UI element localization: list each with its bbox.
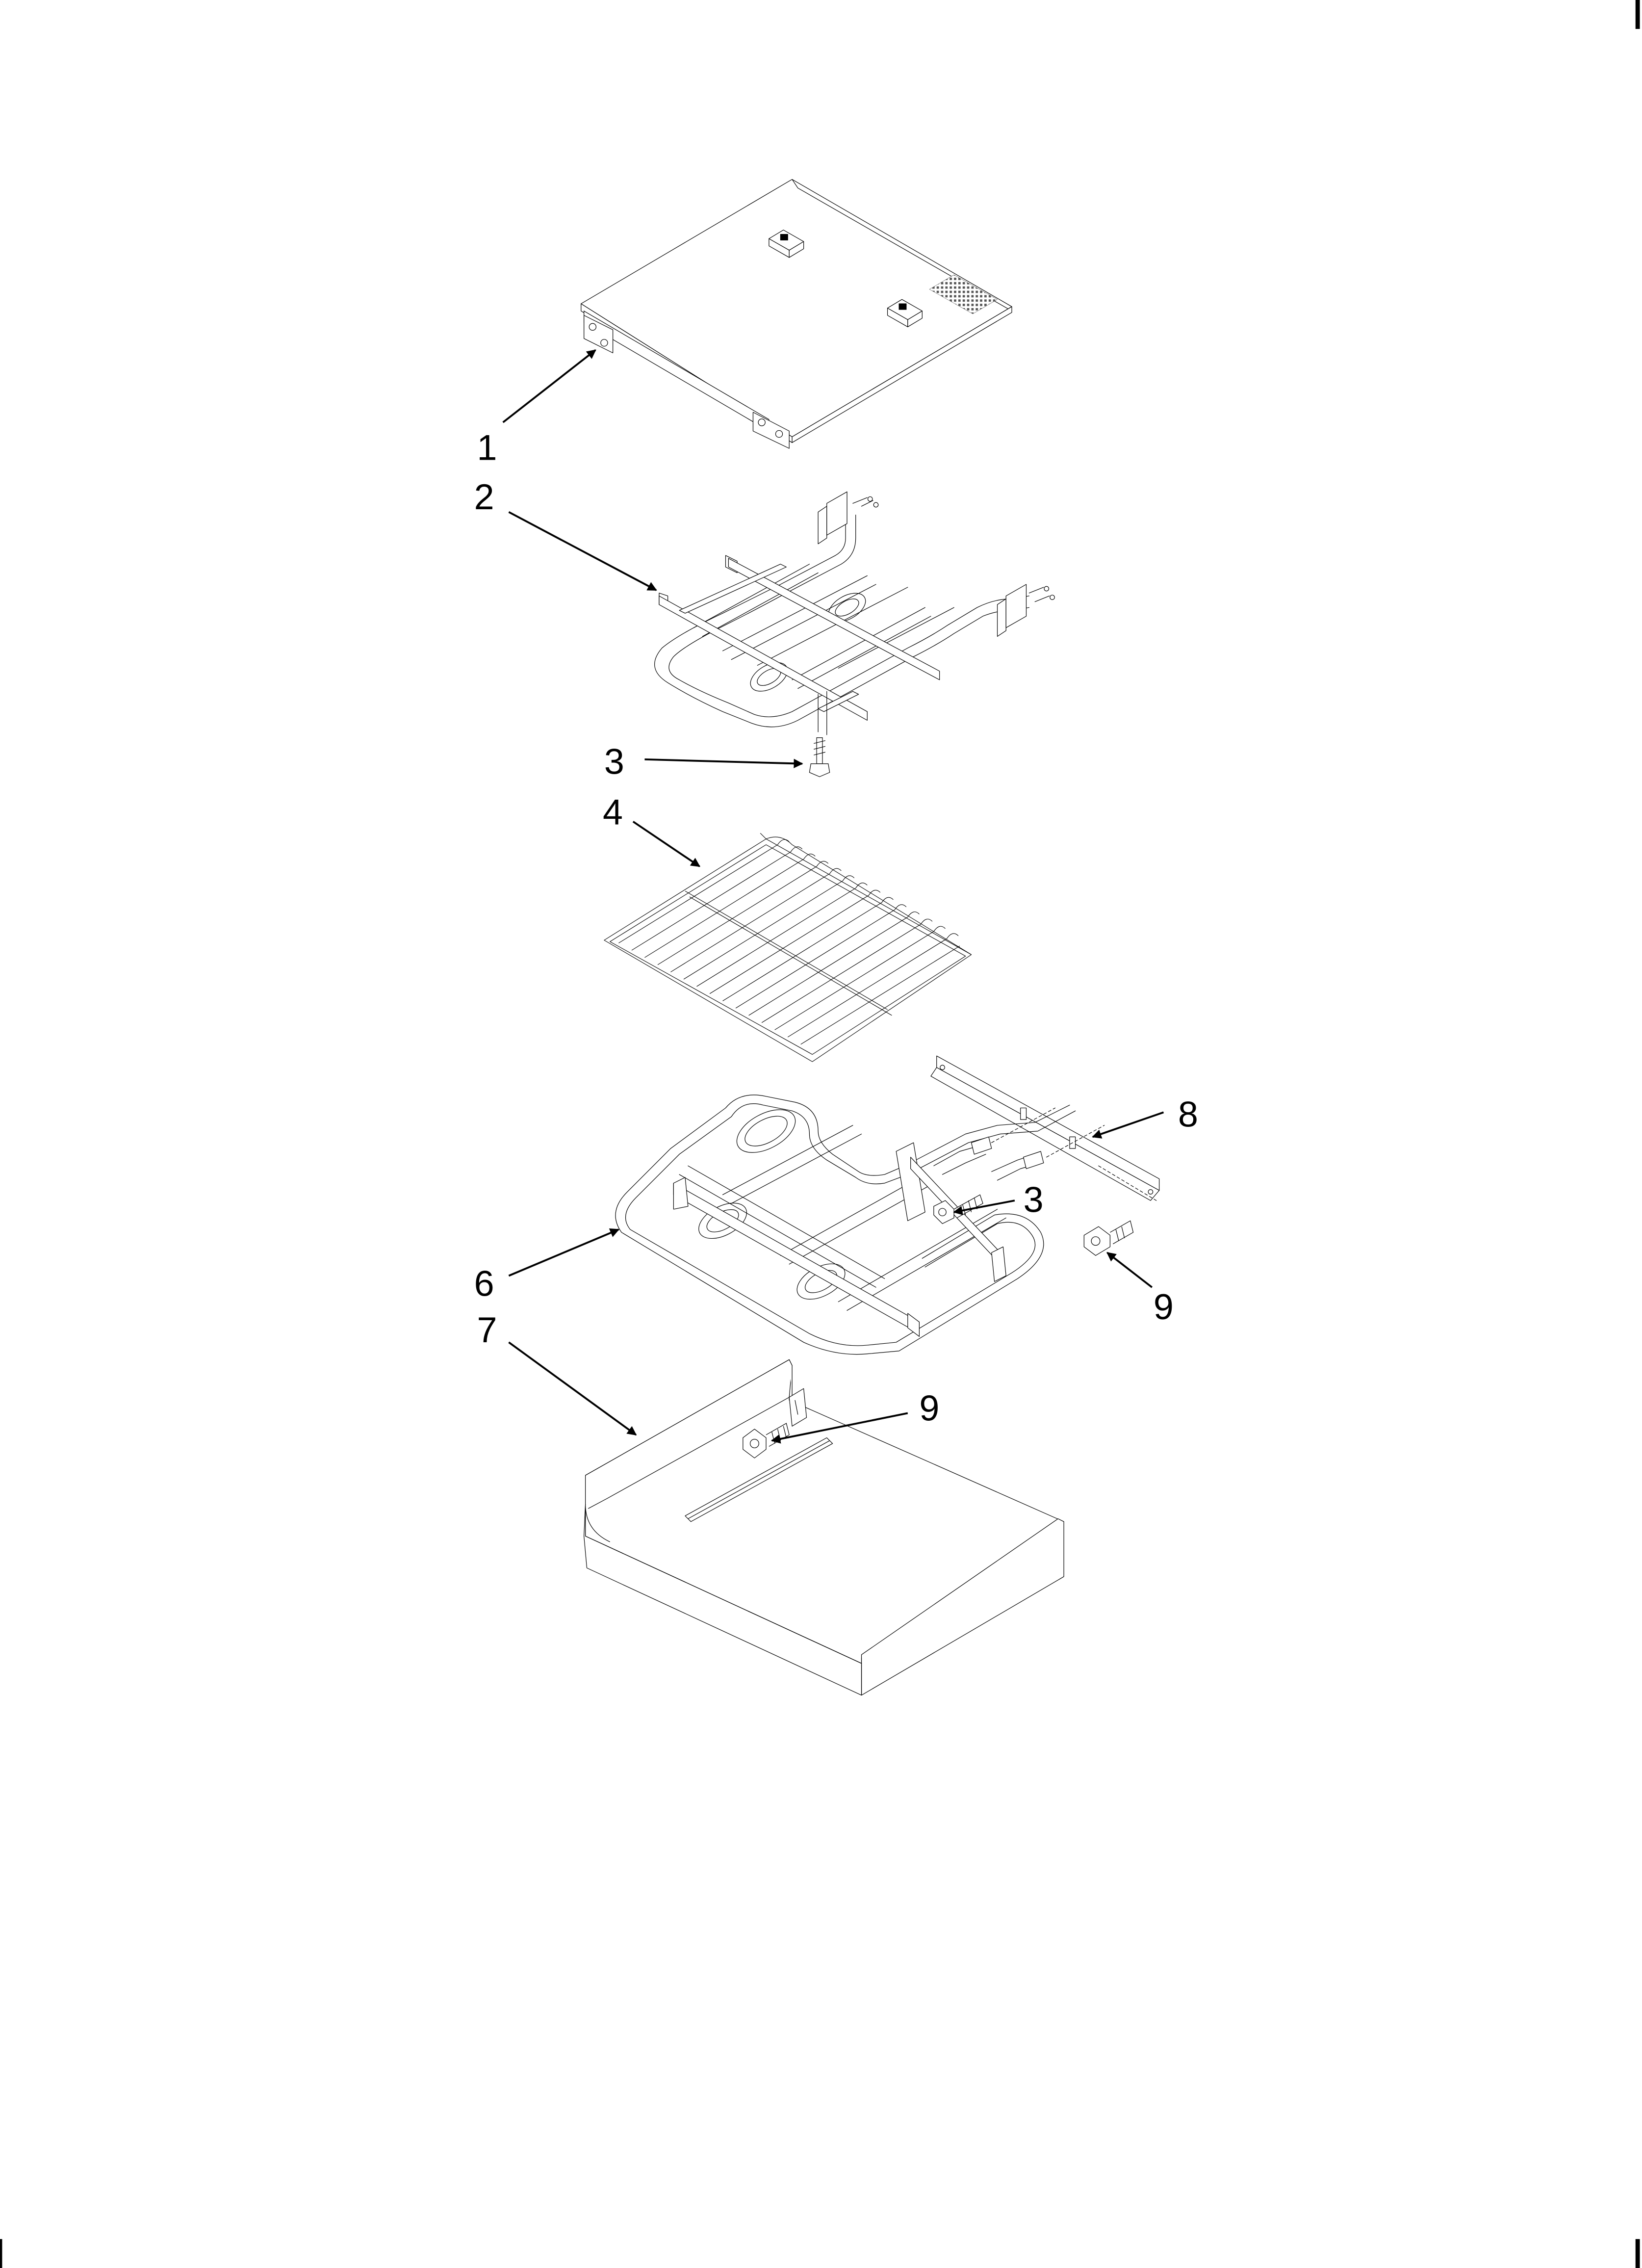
panel-bracket-upper — [769, 230, 804, 258]
part-4-oven-rack — [604, 833, 972, 1062]
panel-bracket-lower — [888, 299, 923, 327]
callout-9-pan: 9 — [919, 1387, 939, 1428]
leader-lines — [502, 349, 1164, 1444]
part-2-broil-element — [655, 492, 1055, 734]
callout-7: 7 — [477, 1309, 497, 1350]
callout-9-right: 9 — [1154, 1286, 1174, 1327]
callout-labels: 1 2 3 4 8 3 6 9 7 9 — [474, 427, 1198, 1429]
callout-4: 4 — [603, 792, 623, 833]
part-9-screw-right — [1084, 1221, 1133, 1255]
part-3-screw-upper — [809, 738, 829, 777]
callout-8: 8 — [1178, 1094, 1198, 1135]
part-8-bracket-strip — [931, 1056, 1159, 1200]
callout-6: 6 — [474, 1263, 494, 1304]
part-1-top-panel — [581, 180, 1012, 448]
part-7-bottom-pan — [584, 1359, 1064, 1695]
callout-3-upper: 3 — [604, 741, 624, 782]
callout-3-lower: 3 — [1024, 1179, 1044, 1220]
callout-1: 1 — [477, 427, 497, 468]
callout-2: 2 — [474, 476, 494, 517]
vent-grille — [929, 275, 998, 314]
